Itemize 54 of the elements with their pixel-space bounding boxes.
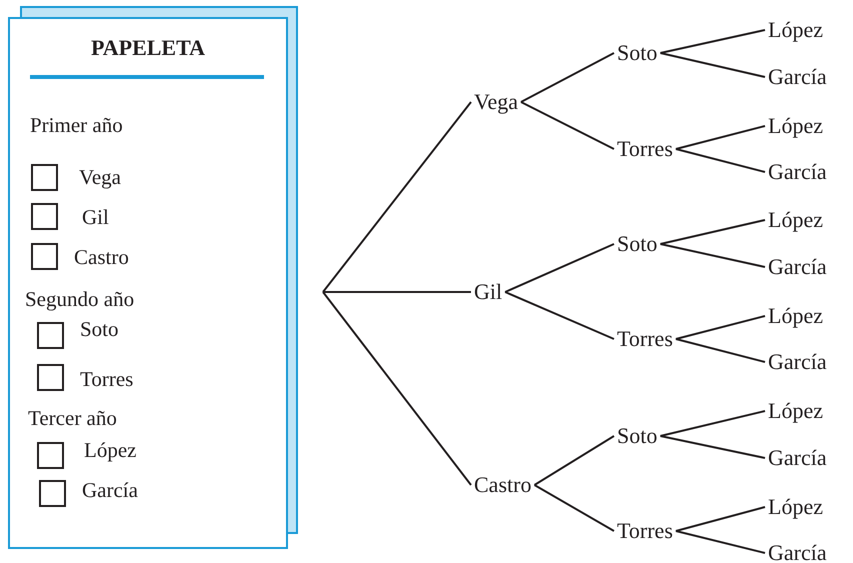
tree-node-label: Castro [474, 472, 532, 498]
tree-branch-line [676, 125, 766, 150]
tree-node-label: García [768, 159, 827, 185]
tree-node-label: Soto [617, 231, 658, 257]
tree-node-label: López [768, 494, 823, 520]
tree-branch-line [520, 52, 614, 103]
tree-branch-line [660, 219, 766, 245]
tree-node-label: García [768, 445, 827, 471]
tree-branch-line [520, 101, 614, 150]
tree-node-label: Gil [474, 279, 502, 305]
tree-branch-line [676, 315, 766, 340]
tree-branch-line [676, 148, 766, 173]
candidate-name: Soto [80, 319, 119, 340]
section-heading: Tercer año [28, 408, 117, 429]
tree-node-label: Torres [617, 136, 673, 162]
tree-node-label: López [768, 207, 823, 233]
tree-node-label: Soto [617, 423, 658, 449]
tree-node-label: Torres [617, 518, 673, 544]
candidate-name: López [84, 440, 136, 461]
tree-branch-line [660, 243, 766, 268]
tree-branch-line [504, 243, 614, 293]
tree-node-label: García [768, 540, 827, 563]
tree-branch-line [323, 291, 471, 293]
tree-branch-line [504, 291, 614, 340]
ballot-card [8, 17, 288, 549]
tree-node-label: López [768, 303, 823, 329]
tree-node-label: López [768, 398, 823, 424]
tree-branch-line [660, 435, 766, 459]
tree-branch-line [660, 52, 766, 78]
tree-node-label: Soto [617, 40, 658, 66]
candidate-name: Castro [74, 247, 129, 268]
section-heading: Segundo año [25, 289, 134, 310]
candidate-name: Gil [82, 207, 109, 228]
tree-node-label: García [768, 64, 827, 90]
tree-branch-line [660, 410, 766, 437]
candidate-name: Torres [80, 369, 134, 390]
candidate-name: Vega [79, 167, 121, 188]
tree-node-label: López [768, 113, 823, 139]
tree-branch-line [322, 291, 472, 486]
tree-branch-line [660, 29, 766, 54]
tree-branch-line [322, 101, 472, 293]
ballot-title: PAPELETA [90, 35, 206, 61]
tree-branch-line [676, 530, 766, 554]
tree-branch-line [534, 484, 614, 532]
candidate-name: García [82, 480, 138, 501]
tree-node-label: López [768, 17, 823, 43]
tree-branch-line [534, 435, 615, 486]
section-heading: Primer año [30, 115, 123, 136]
tree-node-label: Vega [474, 89, 518, 115]
tree-node-label: Torres [617, 326, 673, 352]
tree-node-label: García [768, 349, 827, 375]
tree-branch-line [676, 506, 766, 532]
tree-branch-line [676, 338, 766, 363]
tree-node-label: García [768, 254, 827, 280]
